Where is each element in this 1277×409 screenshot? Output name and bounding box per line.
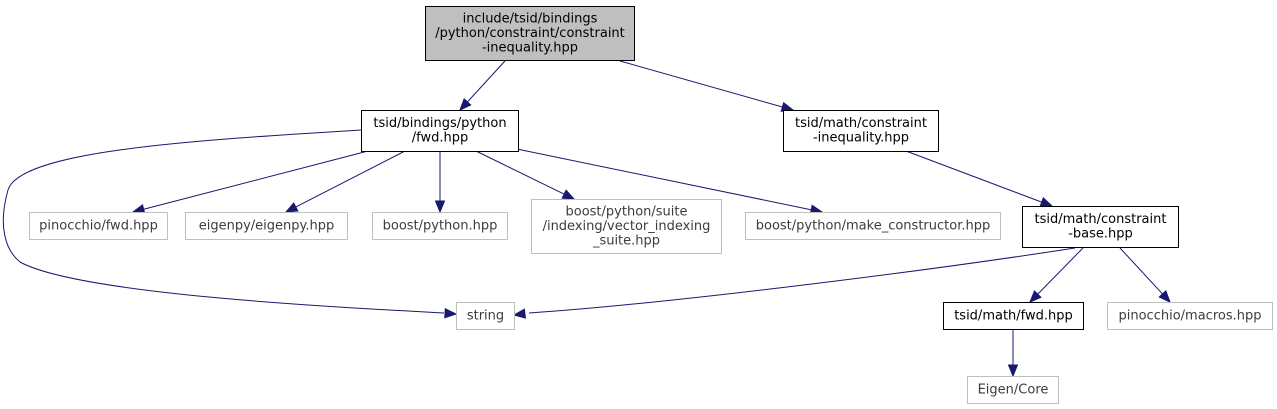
edge-constraint-base-to-pin-macros [1119,247,1171,303]
edge-bindings-fwd-to-eigenpy-arrowhead [284,202,299,213]
node-bindings-fwd-label-line: tsid/bindings/python [373,116,506,131]
node-pinocchio-fwd[interactable]: pinocchio/fwd.hpp [29,212,168,240]
node-vector-suite-label-line: boost/python/suite [566,204,688,219]
node-root-label-line: -inequality.hpp [482,40,578,55]
edge-bindings-fwd-to-vector-suite-arrowhead [561,189,576,200]
edge-math-fwd-to-eigen-core-arrowhead [1007,364,1019,378]
edge-bindings-fwd-to-string [2,129,458,319]
edge-bindings-fwd-to-boost-python-arrowhead [434,200,446,214]
node-eigen-core[interactable]: Eigen/Core [967,376,1059,404]
edge-math-fwd-to-eigen-core [1007,329,1019,378]
edge-bindings-fwd-to-pinocchio-fwd-line [142,150,369,210]
edge-bindings-fwd-to-string-line [2,129,445,314]
edge-bindings-fwd-to-eigenpy-line [294,150,406,208]
edge-constraint-base-to-pin-macros-arrowhead [1158,289,1171,303]
edge-root-to-math-ineq [619,60,795,112]
node-math-ineq-label-line: -inequality.hpp [813,131,909,146]
node-make-ctor-box [745,212,1001,240]
node-make-ctor-label-line: boost/python/make_constructor.hpp [756,218,990,233]
edge-constraint-base-to-pin-macros-line [1119,247,1164,296]
edge-constraint-base-to-string [512,247,1076,319]
edge-bindings-fwd-to-string-arrowhead [444,308,458,319]
node-eigenpy[interactable]: eigenpy/eigenpy.hpp [185,212,348,240]
edge-math-ineq-to-constraint-base [905,150,1054,207]
node-string[interactable]: string [456,302,515,330]
node-string-label-line: string [467,308,504,323]
edge-bindings-fwd-to-eigenpy [284,150,406,213]
node-boost-python-box [372,212,508,240]
edge-root-to-bindings-fwd [459,60,506,111]
edge-math-ineq-to-constraint-base-arrowhead [1039,197,1054,207]
edge-constraint-base-to-string-arrowhead [512,308,527,319]
node-vector-suite-label-line: _suite.hpp [592,233,660,248]
node-root[interactable]: include/tsid/bindings/python/constraint/… [425,6,635,61]
edge-bindings-fwd-to-vector-suite-line [475,150,566,196]
edge-bindings-fwd-to-pinocchio-fwd [131,150,369,215]
node-pin-macros-label-line: pinocchio/macros.hpp [1119,308,1262,323]
node-string-box [456,302,515,330]
node-bindings-fwd-box [361,110,519,152]
node-constraint-base-label-line: tsid/math/constraint [1035,212,1167,227]
node-eigenpy-box [185,212,348,240]
edge-bindings-fwd-to-make-ctor-line [511,147,813,211]
edge-math-ineq-to-constraint-base-line [905,150,1043,203]
node-eigenpy-label-line: eigenpy/eigenpy.hpp [199,218,335,233]
edge-constraint-base-to-math-fwd-line [1036,247,1084,296]
node-make-ctor[interactable]: boost/python/make_constructor.hpp [745,212,1001,240]
node-constraint-base-box [1022,206,1179,248]
node-vector-suite-label-line: /indexing/vector_indexing [543,219,711,234]
node-math-ineq-box [783,110,939,152]
node-pinocchio-fwd-label-line: pinocchio/fwd.hpp [39,218,158,233]
edge-bindings-fwd-to-boost-python [434,151,446,214]
edge-constraint-base-to-math-fwd-arrowhead [1029,290,1042,303]
node-constraint-base-label-line: -base.hpp [1068,227,1133,242]
node-vector-suite[interactable]: boost/python/suite/indexing/vector_index… [531,199,722,254]
node-math-fwd-label-line: tsid/math/fwd.hpp [954,308,1073,323]
node-root-label-line: /python/constraint/constraint [435,26,625,41]
node-bindings-fwd[interactable]: tsid/bindings/python/fwd.hpp [361,110,519,152]
node-pinocchio-fwd-box [29,212,168,240]
node-math-fwd-box [943,302,1084,330]
edges-layer [2,60,1171,378]
node-boost-python-label-line: boost/python.hpp [383,218,498,233]
node-pin-macros-box [1107,302,1273,330]
node-vector-suite-box [531,199,722,254]
node-boost-python[interactable]: boost/python.hpp [372,212,508,240]
edge-root-to-bindings-fwd-arrowhead [459,97,472,111]
node-eigen-core-label-line: Eigen/Core [978,382,1049,397]
node-root-label-line: include/tsid/bindings [463,11,598,26]
node-math-fwd[interactable]: tsid/math/fwd.hpp [943,302,1084,330]
edge-bindings-fwd-to-vector-suite [475,150,576,200]
edge-constraint-base-to-math-fwd [1029,247,1084,303]
node-bindings-fwd-label-line: /fwd.hpp [412,131,469,146]
edge-root-to-math-ineq-line [619,60,784,108]
node-math-ineq[interactable]: tsid/math/constraint-inequality.hpp [783,110,939,152]
edge-constraint-base-to-string-line [528,247,1076,314]
node-constraint-base[interactable]: tsid/math/constraint-base.hpp [1022,206,1179,248]
edge-root-to-bindings-fwd-line [466,60,506,103]
node-eigen-core-box [967,376,1059,404]
nodes-layer: include/tsid/bindings/python/constraint/… [29,6,1273,404]
node-math-ineq-label-line: tsid/math/constraint [795,116,927,131]
node-root-box [425,6,635,61]
node-pin-macros[interactable]: pinocchio/macros.hpp [1107,302,1273,330]
